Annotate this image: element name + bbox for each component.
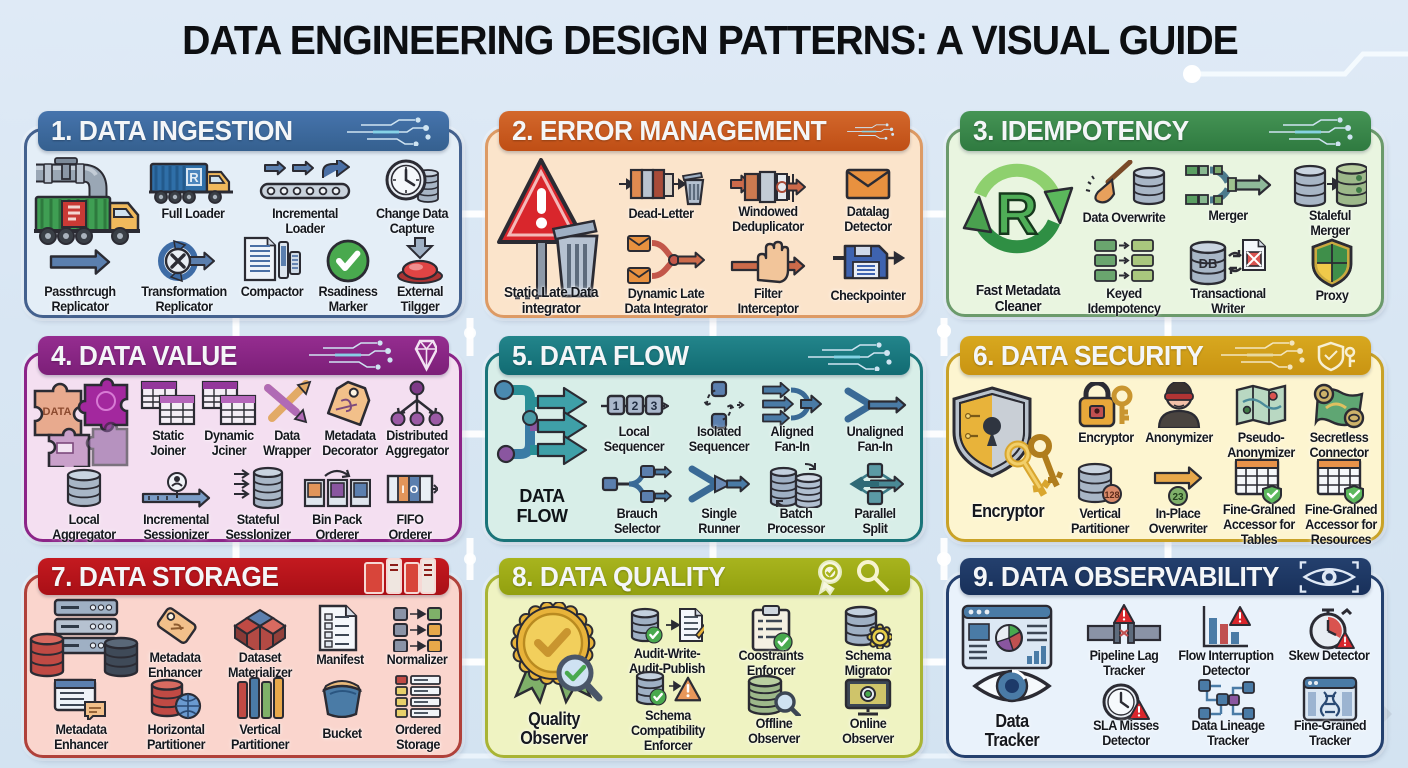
- svg-text:R: R: [996, 182, 1038, 247]
- svg-text:FLOW: FLOW: [517, 506, 568, 526]
- svg-text:R: R: [189, 170, 199, 185]
- svg-text:DB: DB: [1199, 256, 1218, 271]
- svg-text:128: 128: [1104, 490, 1119, 500]
- svg-text:3: 3: [651, 399, 658, 413]
- svg-text:1: 1: [613, 399, 620, 413]
- svg-text:DATA: DATA: [43, 406, 72, 418]
- svg-text:O: O: [410, 484, 419, 496]
- svg-text:I: I: [401, 484, 404, 496]
- svg-text:DATA: DATA: [519, 486, 565, 506]
- svg-text:2: 2: [632, 399, 639, 413]
- svg-text:23: 23: [1172, 492, 1184, 503]
